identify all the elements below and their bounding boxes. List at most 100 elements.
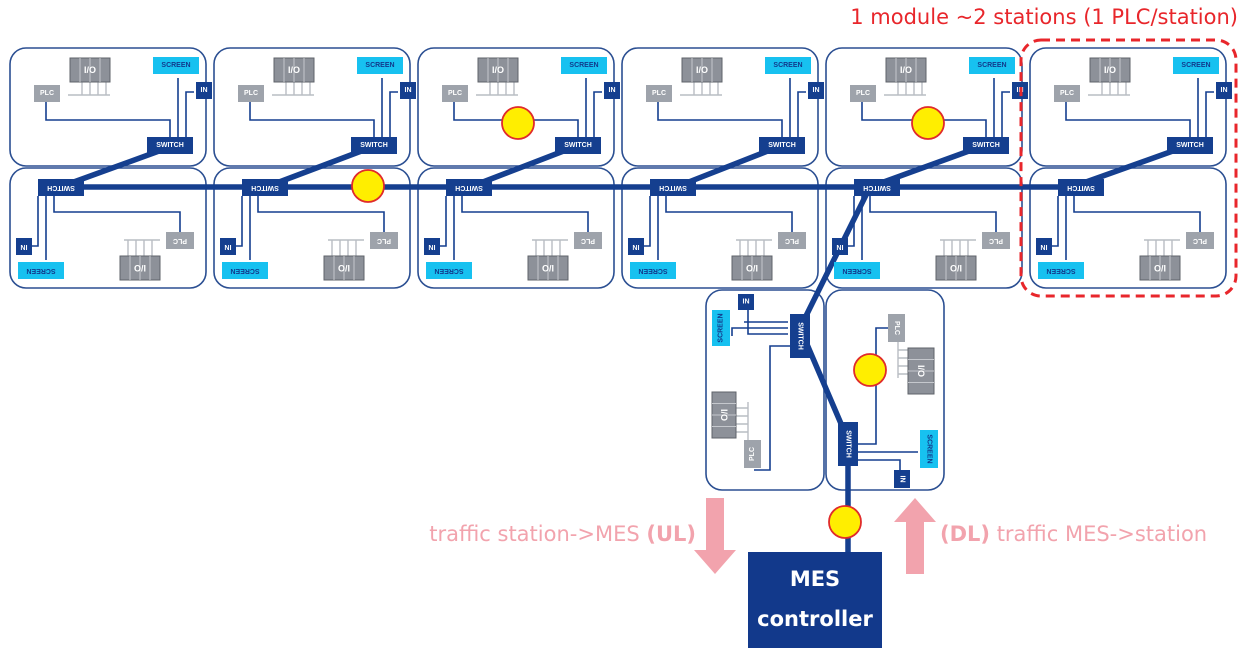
- plc-label: PLC: [888, 314, 905, 342]
- switch-label-shape: [38, 179, 84, 196]
- io-wire: [736, 239, 772, 256]
- io-wire: [680, 82, 722, 96]
- plc-label: PLC: [982, 232, 1010, 249]
- in-label-text: IN: [1041, 243, 1048, 250]
- screen-label-shape: [561, 57, 607, 74]
- plc-label: PLC: [238, 85, 264, 102]
- plc-label-shape: [166, 232, 194, 249]
- in-label: IN: [604, 82, 620, 99]
- plc-label-shape: [778, 232, 806, 249]
- hotspot-marker: [911, 106, 945, 140]
- switch-label-text: SWITCH: [1176, 142, 1204, 149]
- switch-label: SWITCH: [555, 137, 601, 154]
- switch-label-shape: [854, 179, 900, 196]
- screen-label-shape: [920, 430, 938, 468]
- downlink-traffic-label: (DL) traffic MES->station: [940, 522, 1240, 546]
- io-block: I/O: [323, 255, 365, 281]
- io-block-text: I/O: [916, 365, 926, 377]
- io-block: I/O: [477, 57, 519, 83]
- io-block-text: I/O: [338, 263, 350, 273]
- plc-label-text: PLC: [856, 90, 870, 97]
- station-wire: [585, 78, 602, 137]
- switch-label-text: SWITCH: [845, 430, 852, 458]
- in-label-text: IN: [813, 87, 820, 94]
- in-label-text: IN: [609, 87, 616, 94]
- io-block: I/O: [527, 255, 569, 281]
- switch-label-text: SWITCH: [251, 184, 279, 191]
- downlink-tag: (DL): [940, 522, 991, 546]
- uplink-tag: (UL): [646, 522, 696, 546]
- screen-label-text: SCREEN: [161, 62, 190, 69]
- station-wire: [665, 196, 793, 232]
- station-components: I/O PLC SCREEN IN I/O PLC SCREEN IN I/O PLC SCREEN…: [16, 57, 1232, 488]
- plc-label: PLC: [646, 85, 672, 102]
- screen-label-text: SCREEN: [977, 62, 1006, 69]
- io-wire: [328, 239, 364, 256]
- screen-label: SCREEN: [765, 57, 811, 74]
- io-wire: [940, 239, 976, 256]
- in-label-text: IN: [429, 243, 436, 250]
- in-label: IN: [400, 82, 416, 99]
- plc-label: PLC: [744, 440, 761, 468]
- screen-label-text: SCREEN: [434, 267, 463, 274]
- station-wire: [1050, 196, 1067, 260]
- plc-label-text: PLC: [749, 447, 756, 461]
- switch-label-text: SWITCH: [47, 184, 75, 191]
- screen-label-shape: [18, 262, 64, 279]
- switch-label-text: SWITCH: [360, 142, 388, 149]
- plc-label-shape: [646, 85, 672, 102]
- io-block-text: I/O: [1104, 65, 1116, 75]
- switch-label-text: SWITCH: [972, 142, 1000, 149]
- station-wire: [657, 97, 783, 137]
- plc-label-text: PLC: [244, 90, 258, 97]
- io-block-text: I/O: [900, 65, 912, 75]
- station-wire: [856, 451, 918, 470]
- station-wire: [1197, 78, 1214, 137]
- in-label-shape: [832, 238, 848, 255]
- station-wire: [234, 196, 251, 260]
- in-label-shape: [400, 82, 416, 99]
- screen-label: SCREEN: [561, 57, 607, 74]
- plc-label-shape: [1186, 232, 1214, 249]
- plc-label-shape: [238, 85, 264, 102]
- in-label: IN: [832, 238, 848, 255]
- plc-label-text: PLC: [173, 237, 187, 244]
- switch-label: SWITCH: [838, 422, 858, 466]
- in-label-text: IN: [201, 87, 208, 94]
- io-block-text: I/O: [696, 65, 708, 75]
- in-label: IN: [1036, 238, 1052, 255]
- io-block: I/O: [119, 255, 161, 281]
- screen-label-shape: [153, 57, 199, 74]
- station-wire: [993, 78, 1010, 137]
- in-label: IN: [196, 82, 212, 99]
- io-wire: [897, 336, 910, 378]
- io-wire: [736, 402, 749, 440]
- io-block-text: I/O: [542, 263, 554, 273]
- switch-label: SWITCH: [790, 314, 810, 358]
- plc-label-shape: [1054, 85, 1080, 102]
- screen-label: SCREEN: [18, 262, 64, 279]
- plc-label-shape: [34, 85, 60, 102]
- station-wire: [869, 196, 997, 232]
- screen-label-text: SCREEN: [230, 267, 259, 274]
- io-block: I/O: [711, 391, 737, 439]
- io-wire: [1144, 239, 1180, 256]
- in-label-text: IN: [21, 243, 28, 250]
- plc-label-text: PLC: [1193, 237, 1207, 244]
- station-wire: [53, 196, 181, 232]
- screen-label-text: SCREEN: [365, 62, 394, 69]
- io-block: I/O: [907, 347, 935, 395]
- io-block-text: I/O: [134, 263, 146, 273]
- screen-label-text: SCREEN: [1046, 267, 1075, 274]
- screen-label-shape: [1173, 57, 1219, 74]
- io-block-text: I/O: [950, 263, 962, 273]
- switch-label-shape: [147, 137, 193, 154]
- switch-label-shape: [351, 137, 397, 154]
- switch-label-shape: [242, 179, 288, 196]
- plc-label-shape: [850, 85, 876, 102]
- downlink-arrow: [894, 498, 936, 574]
- backbone-link: [797, 184, 873, 563]
- screen-label: SCREEN: [630, 262, 676, 279]
- io-block: I/O: [273, 57, 315, 83]
